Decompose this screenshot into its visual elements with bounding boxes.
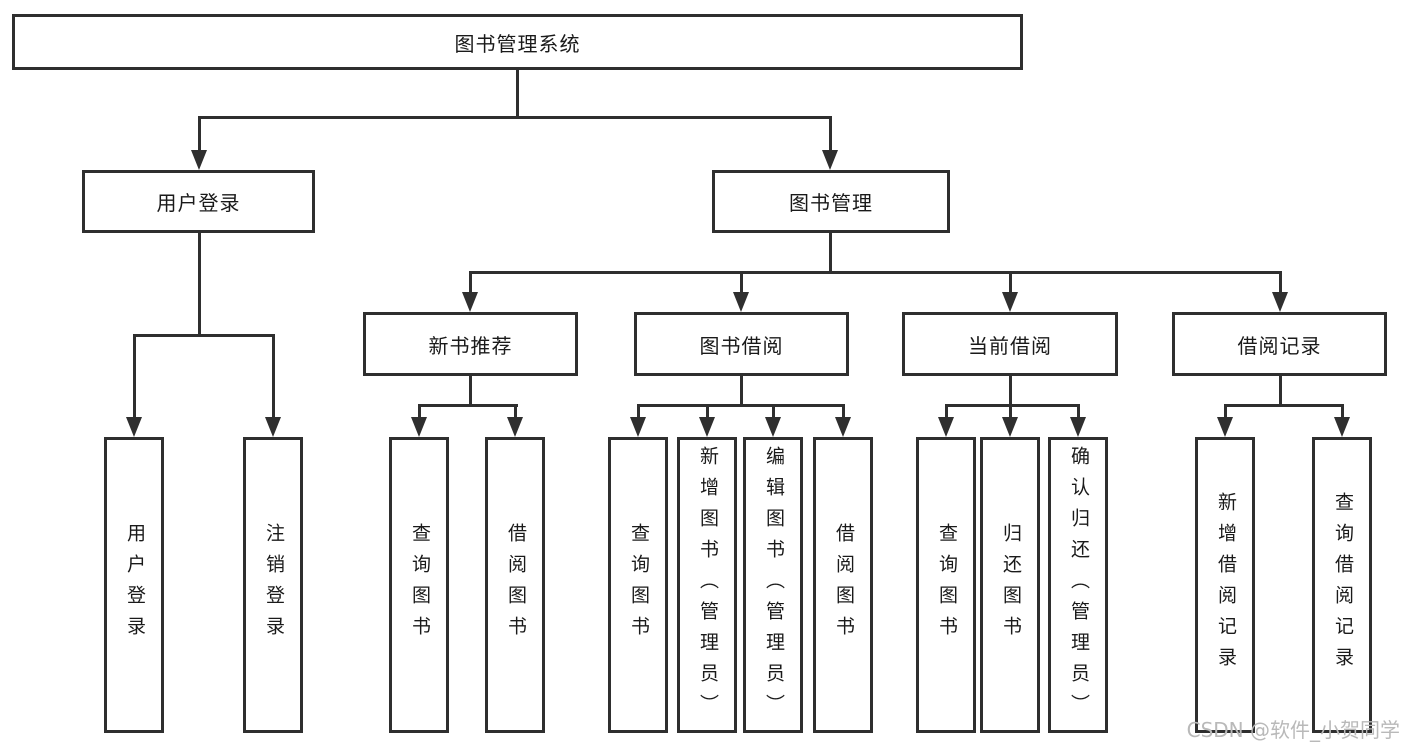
arrowhead-down-icon bbox=[733, 292, 749, 312]
node-book-borrowing: 图书借阅 bbox=[634, 312, 849, 376]
node-label: 确认归还（管理员） bbox=[1067, 445, 1090, 725]
node-label: 编辑图书（管理员） bbox=[762, 445, 785, 725]
node-current-borrowing: 当前借阅 bbox=[902, 312, 1118, 376]
connector-line bbox=[637, 404, 640, 420]
connector-line bbox=[469, 271, 1282, 274]
connector-line bbox=[945, 404, 1080, 407]
node-label: 查询图书 bbox=[408, 523, 431, 647]
node-label: 图书管理 bbox=[789, 191, 873, 215]
connector-line bbox=[945, 404, 948, 420]
connector-line bbox=[1341, 404, 1344, 420]
arrowhead-down-icon bbox=[265, 417, 281, 437]
node-query-books-current: 查询图书 bbox=[916, 437, 976, 733]
arrowhead-down-icon bbox=[1002, 292, 1018, 312]
node-label: 归还图书 bbox=[999, 523, 1022, 647]
connector-line bbox=[1077, 404, 1080, 420]
node-label: 借阅图书 bbox=[832, 523, 855, 647]
connector-line bbox=[133, 334, 136, 420]
node-label: 用户登录 bbox=[123, 523, 146, 647]
node-query-books-recommend: 查询图书 bbox=[389, 437, 449, 733]
connector-line bbox=[1009, 271, 1012, 295]
arrowhead-down-icon bbox=[835, 417, 851, 437]
watermark: CSDN @软件_小贺同学 bbox=[1186, 718, 1400, 742]
connector-line bbox=[1009, 374, 1012, 407]
node-label: 查询图书 bbox=[627, 523, 650, 647]
node-label: 注销登录 bbox=[262, 523, 285, 647]
node-label: 新书推荐 bbox=[428, 333, 513, 358]
connector-line bbox=[829, 116, 832, 154]
node-borrow-books-borrowing: 借阅图书 bbox=[813, 437, 873, 733]
node-query-books-borrowing: 查询图书 bbox=[608, 437, 668, 733]
node-add-borrow-record: 新增借阅记录 bbox=[1195, 437, 1255, 733]
connector-line bbox=[469, 374, 472, 407]
connector-line bbox=[198, 231, 201, 337]
arrowhead-down-icon bbox=[462, 292, 478, 312]
node-label: 借阅图书 bbox=[504, 523, 527, 647]
node-label: 查询借阅记录 bbox=[1331, 492, 1354, 678]
node-label: 当前借阅 bbox=[968, 333, 1052, 358]
connector-line bbox=[1224, 404, 1227, 420]
arrowhead-down-icon bbox=[411, 417, 427, 437]
node-label: 图书管理系统 bbox=[454, 31, 581, 56]
node-label: 查询图书 bbox=[935, 523, 958, 647]
arrowhead-down-icon bbox=[822, 150, 838, 170]
arrowhead-down-icon bbox=[1070, 417, 1086, 437]
arrowhead-down-icon bbox=[1272, 292, 1288, 312]
node-label: 新增图书（管理员） bbox=[696, 445, 719, 725]
arrowhead-down-icon bbox=[126, 417, 142, 437]
arrowhead-down-icon bbox=[1334, 417, 1350, 437]
connector-line bbox=[842, 404, 845, 420]
connector-line bbox=[516, 68, 519, 118]
connector-line bbox=[706, 404, 709, 420]
node-library-management-system: 图书管理系统 bbox=[12, 14, 1023, 70]
connector-line bbox=[514, 404, 517, 420]
arrowhead-down-icon bbox=[1002, 417, 1018, 437]
connector-line bbox=[418, 404, 518, 407]
arrowhead-down-icon bbox=[699, 417, 715, 437]
connector-line bbox=[133, 334, 275, 337]
arrowhead-down-icon bbox=[1217, 417, 1233, 437]
node-user-login: 用户登录 bbox=[82, 170, 315, 233]
connector-line bbox=[1009, 404, 1012, 420]
connector-line bbox=[637, 404, 845, 407]
connector-line bbox=[418, 404, 421, 420]
connector-line bbox=[198, 116, 831, 119]
node-borrow-books-recommend: 借阅图书 bbox=[485, 437, 545, 733]
connector-line bbox=[740, 374, 743, 407]
node-edit-book-admin: 编辑图书（管理员） bbox=[743, 437, 803, 733]
node-confirm-return-admin: 确认归还（管理员） bbox=[1048, 437, 1108, 733]
node-label: 用户登录 bbox=[156, 191, 241, 215]
connector-line bbox=[469, 271, 472, 295]
node-label: 图书借阅 bbox=[699, 333, 784, 358]
node-logout: 注销登录 bbox=[243, 437, 303, 733]
node-add-book-admin: 新增图书（管理员） bbox=[677, 437, 737, 733]
node-query-borrow-record: 查询借阅记录 bbox=[1312, 437, 1372, 733]
node-user-login-leaf: 用户登录 bbox=[104, 437, 164, 733]
connector-line bbox=[829, 231, 832, 274]
connector-line bbox=[1224, 404, 1344, 407]
arrowhead-down-icon bbox=[507, 417, 523, 437]
node-new-book-recommendation: 新书推荐 bbox=[363, 312, 578, 376]
node-borrowing-records: 借阅记录 bbox=[1172, 312, 1387, 376]
arrowhead-down-icon bbox=[938, 417, 954, 437]
connector-line bbox=[198, 116, 201, 154]
connector-line bbox=[772, 404, 775, 420]
arrowhead-down-icon bbox=[191, 150, 207, 170]
node-label: 借阅记录 bbox=[1237, 333, 1322, 358]
node-return-books: 归还图书 bbox=[980, 437, 1040, 733]
connector-line bbox=[1279, 271, 1282, 295]
connector-line bbox=[272, 334, 275, 420]
arrowhead-down-icon bbox=[630, 417, 646, 437]
node-label: 新增借阅记录 bbox=[1214, 492, 1237, 678]
arrowhead-down-icon bbox=[765, 417, 781, 437]
node-book-management: 图书管理 bbox=[712, 170, 950, 233]
connector-line bbox=[740, 271, 743, 295]
connector-line bbox=[1279, 374, 1282, 407]
